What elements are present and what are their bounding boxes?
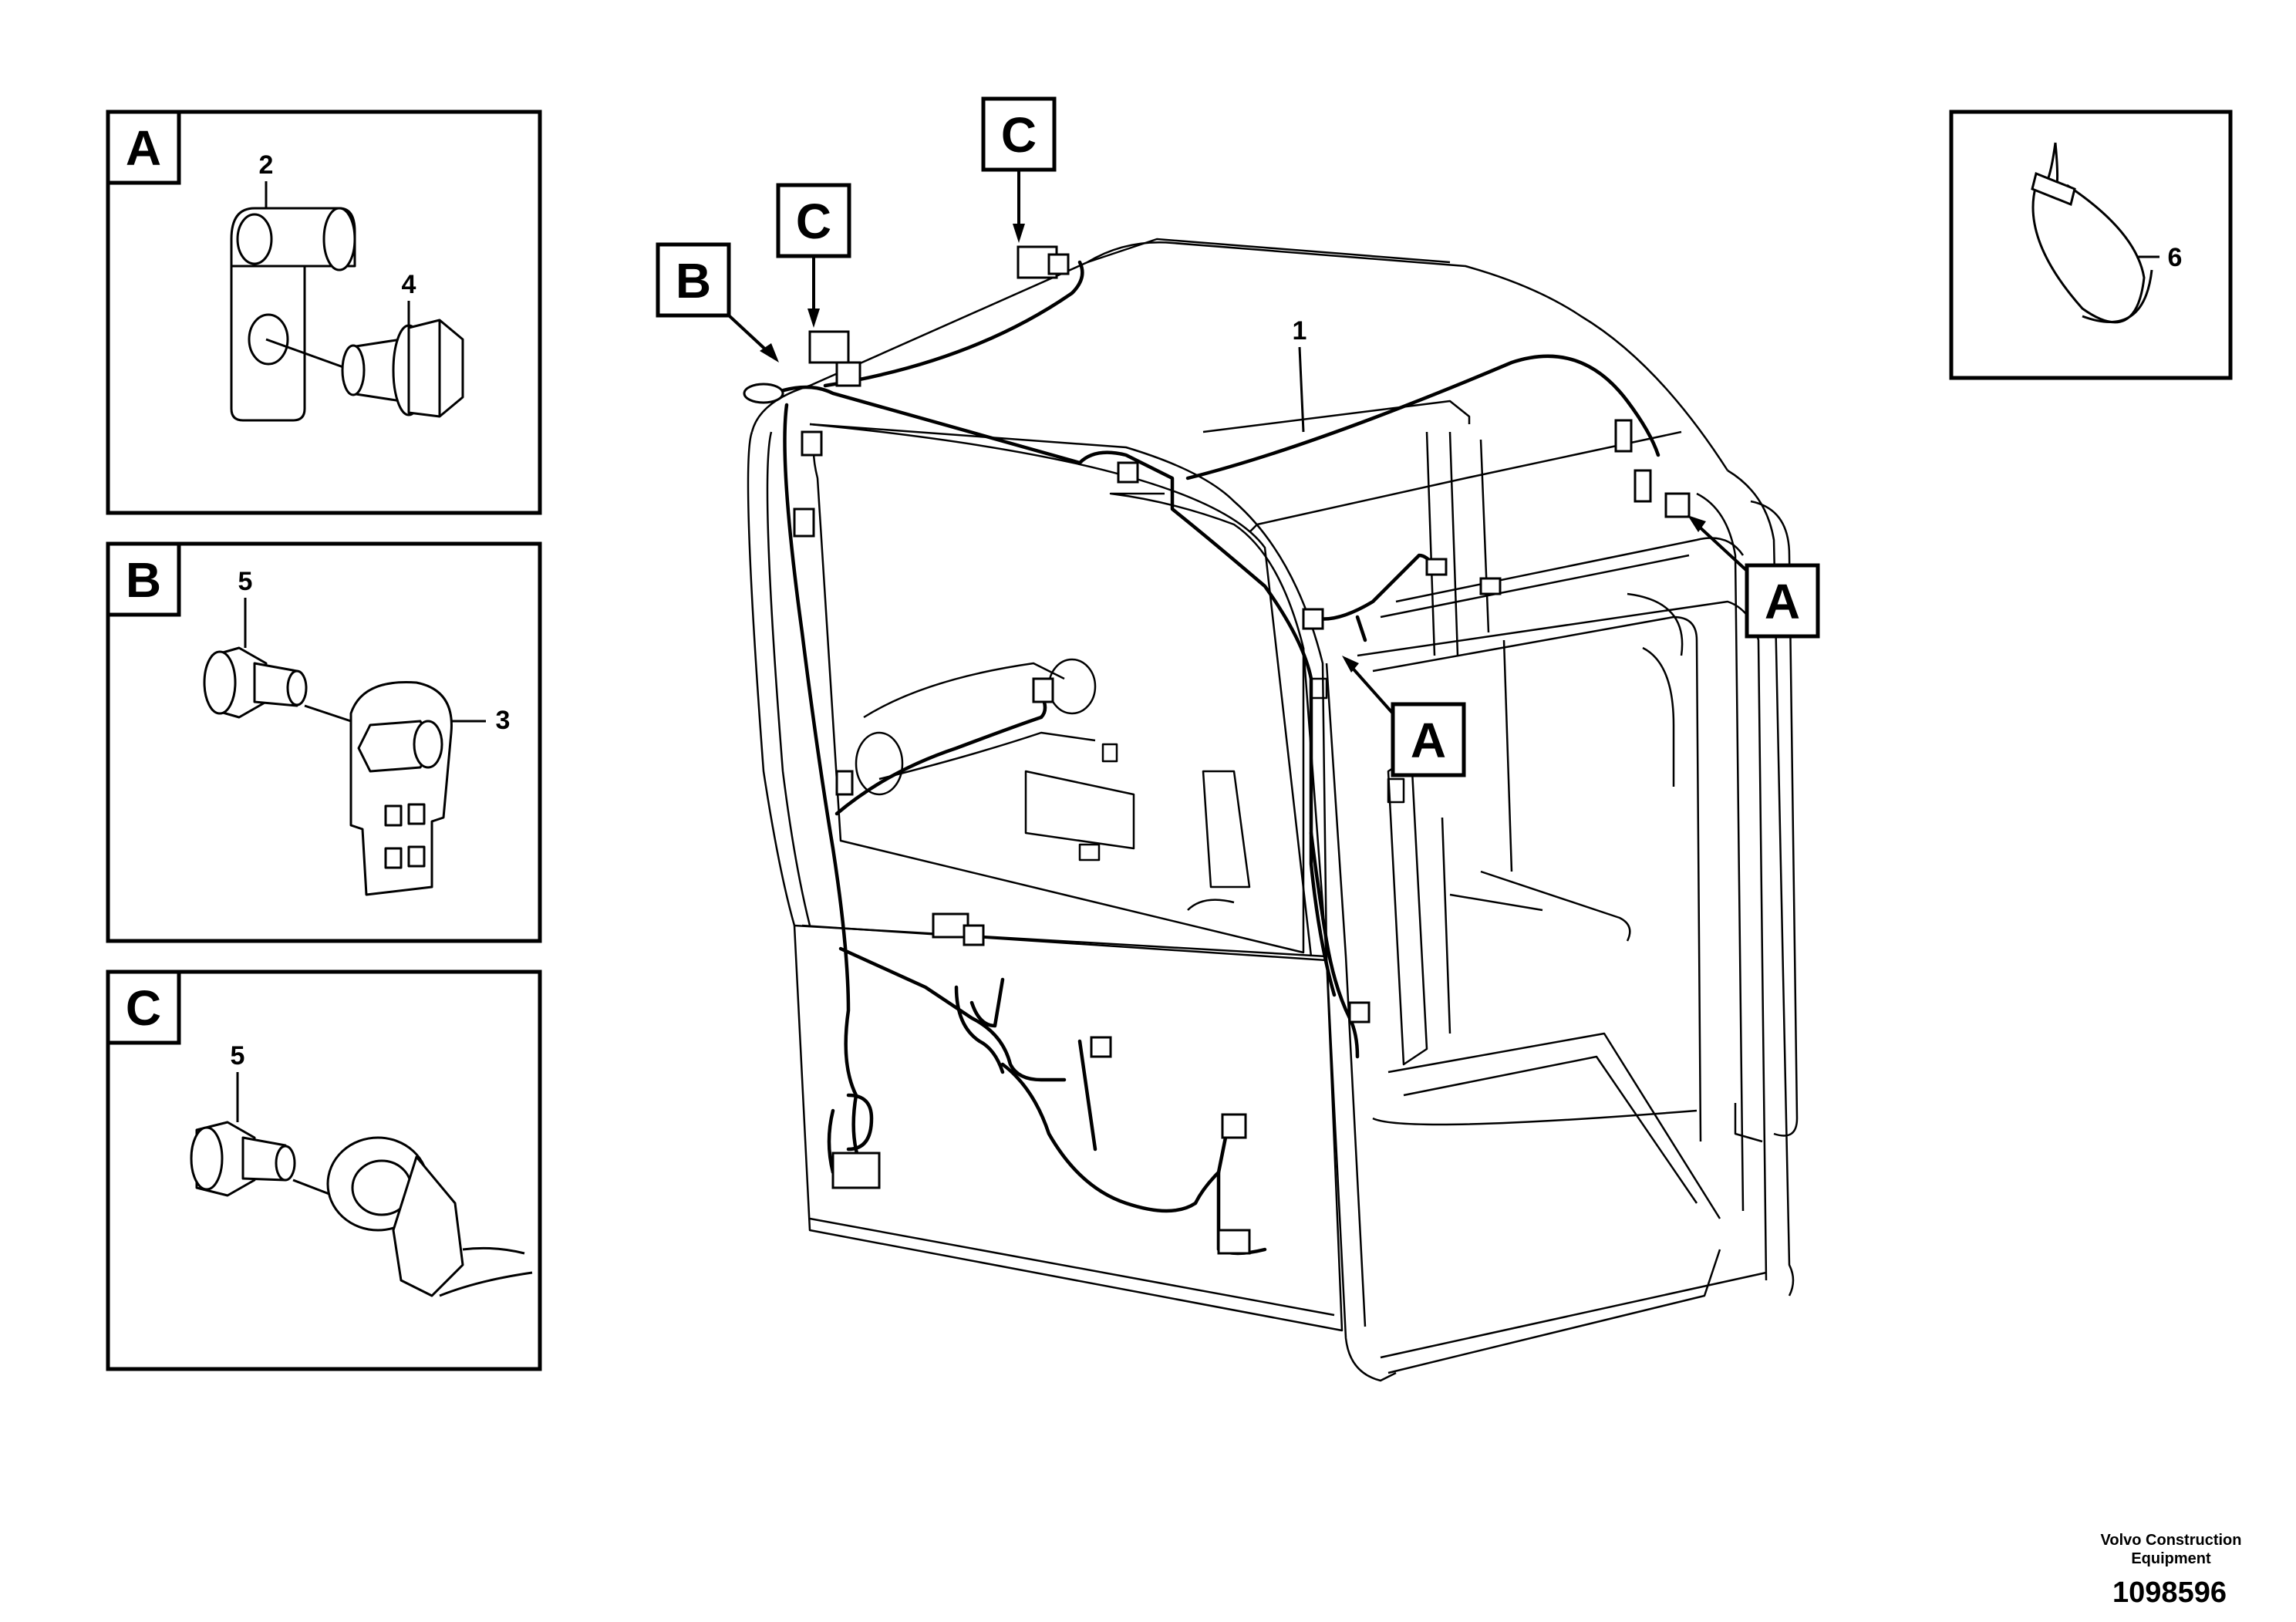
part-label-6: 6 [2168,243,2183,272]
callout-b-letter: B [676,253,711,309]
cab-frame [747,238,1799,1382]
part-label-1: 1 [1293,316,1307,346]
detail-box-a: A 2 4 [106,110,542,515]
clip-part-2 [230,207,363,422]
bolt-part-5-c [190,1121,296,1197]
part-label-5-c: 5 [231,1041,245,1071]
drawing-number: 1098596 [2112,1576,2227,1609]
detail-box-a-letter: A [126,120,161,176]
callout-a-rear: A [1687,515,1820,639]
callout-c-left: C [776,183,851,328]
detail-box-b-letter: B [126,552,161,608]
bolt-part-4 [341,319,464,418]
detail-box-c: C 5 [106,969,542,1371]
part-label-4: 4 [402,270,416,299]
company-name-line1: Volvo Construction [2101,1532,2242,1549]
callout-b: B [656,242,779,363]
cable-tie-part-6 [2031,142,2153,324]
detail-box-c-letter: C [126,980,161,1036]
company-name-line2: Equipment [2131,1550,2211,1567]
tie-strap-box: 6 [1949,110,2233,380]
callout-a-rear-letter: A [1765,574,1800,629]
part-label-2: 2 [259,150,274,180]
part-label-5-b: 5 [238,567,253,596]
anchor-part-3 [349,681,453,896]
wire-harness [754,260,1660,1256]
part-label-3: 3 [496,706,511,735]
detail-box-b: B 5 3 [106,541,542,943]
callout-a-front-letter: A [1411,713,1446,768]
callout-c-right: C [981,96,1057,243]
callout-a-front: A [1342,656,1466,777]
bolt-part-5-b [203,646,308,719]
callout-c-left-letter: C [796,194,831,249]
ring-terminal-part-c [326,1136,533,1297]
harness-connectors [743,245,1691,1255]
callout-c-right-letter: C [1001,107,1037,163]
